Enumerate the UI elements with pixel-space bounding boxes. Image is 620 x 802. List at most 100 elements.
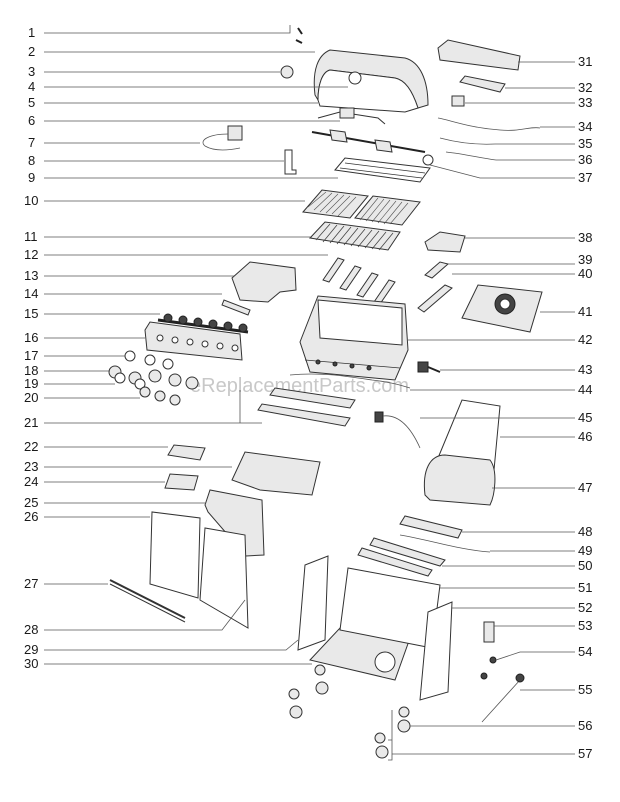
callout-46: 46: [578, 429, 592, 444]
part-side-burner: [461, 284, 543, 333]
callout-33: 33: [578, 95, 592, 110]
part-control-knobs: [108, 350, 199, 406]
part-bracket: [284, 149, 297, 175]
part-right-door: [199, 527, 249, 629]
part-cooking-grates: [302, 189, 421, 226]
part-front-rail: [357, 547, 433, 577]
part-washer: [480, 672, 488, 680]
callout-12: 12: [24, 247, 38, 262]
callout-38: 38: [578, 230, 592, 245]
part-left-door: [149, 511, 201, 599]
callout-6: 6: [28, 113, 35, 128]
callout-31: 31: [578, 54, 592, 69]
callout-53: 53: [578, 618, 592, 633]
part-casters: [288, 664, 411, 761]
part-side-burner-housing: [423, 454, 496, 506]
part-bezel: [280, 65, 294, 79]
callout-25: 25: [24, 495, 38, 510]
leader-lines: [44, 25, 575, 755]
part-igniter-wire: [437, 117, 541, 131]
part-side-rail: [399, 515, 463, 539]
part-catch-pan: [164, 473, 199, 491]
callout-27: 27: [24, 576, 38, 591]
callout-36: 36: [578, 152, 592, 167]
callout-29: 29: [24, 642, 38, 657]
part-side-burner-box: [424, 231, 466, 253]
part-door-handle: [109, 579, 186, 623]
callout-15: 15: [24, 306, 38, 321]
part-warming-rack: [334, 157, 431, 183]
callout-7: 7: [28, 135, 35, 150]
callout-50: 50: [578, 558, 592, 573]
callout-44: 44: [578, 382, 592, 397]
callout-26: 26: [24, 509, 38, 524]
callout-42: 42: [578, 332, 592, 347]
part-valve-manifold: [157, 313, 249, 334]
part-flavorizer-bars: [308, 221, 401, 251]
callout-47: 47: [578, 480, 592, 495]
part-cart-left-panel: [297, 555, 329, 651]
part-igniter-electrode: [221, 299, 251, 316]
part-warming-shelf: [437, 39, 521, 71]
callout-51: 51: [578, 580, 592, 595]
part-hinge: [483, 621, 495, 643]
callout-3: 3: [28, 64, 35, 79]
callout-45: 45: [578, 410, 592, 425]
part-rotisserie-motor: [202, 125, 243, 151]
callout-48: 48: [578, 524, 592, 539]
part-door-bracket: [204, 489, 265, 557]
part-electrode-wire: [445, 151, 497, 161]
callout-17: 17: [24, 348, 38, 363]
callout-2: 2: [28, 44, 35, 59]
part-lid: [313, 49, 429, 113]
callout-13: 13: [24, 268, 38, 283]
part-front-panel-rails: [257, 387, 356, 427]
part-burner-hose: [289, 373, 411, 389]
callout-4: 4: [28, 79, 35, 94]
callout-32: 32: [578, 80, 592, 95]
part-lid-handle: [317, 107, 386, 125]
part-rotisserie-bracket: [459, 75, 506, 93]
callout-39: 39: [578, 252, 592, 267]
part-thermometer: [451, 95, 465, 107]
callout-23: 23: [24, 459, 38, 474]
part-side-burner-valve: [417, 361, 441, 373]
callout-52: 52: [578, 600, 592, 615]
part-control-panel: [144, 321, 243, 361]
part-side-burner-igniter: [417, 284, 453, 313]
callout-37: 37: [578, 170, 592, 185]
callout-1: 1: [28, 25, 35, 40]
callout-21: 21: [24, 415, 38, 430]
callout-35: 35: [578, 136, 592, 151]
callout-24: 24: [24, 474, 38, 489]
callout-49: 49: [578, 543, 592, 558]
callout-40: 40: [578, 266, 592, 281]
callout-56: 56: [578, 718, 592, 733]
part-heat-deflector: [231, 261, 297, 303]
part-cookbox: [299, 295, 409, 381]
callout-43: 43: [578, 362, 592, 377]
callout-28: 28: [24, 622, 38, 637]
callout-20: 20: [24, 390, 38, 405]
part-igniter-button: [481, 679, 521, 723]
callout-16: 16: [24, 330, 38, 345]
part-screws: [295, 27, 303, 44]
callout-54: 54: [578, 644, 592, 659]
callout-57: 57: [578, 746, 592, 761]
callout-14: 14: [24, 286, 38, 301]
part-burner-tubes: [322, 257, 396, 305]
part-rear-rail: [369, 537, 446, 567]
part-side-burner-tube: [424, 261, 450, 279]
callout-18: 18: [24, 363, 38, 378]
part-drip-tray: [167, 444, 206, 461]
callout-9: 9: [28, 170, 35, 185]
part-cart-right-panel: [419, 601, 453, 701]
callout-55: 55: [578, 682, 592, 697]
callout-34: 34: [578, 119, 592, 134]
part-crossover-tube: [439, 137, 496, 145]
part-rotisserie-spit: [311, 129, 434, 166]
part-tank-hole: [374, 651, 396, 673]
part-regulator: [374, 411, 421, 449]
callouts-left: 1 2 3 4 5 6 7 8 9 10 11 12 13 14 15 16 1…: [24, 25, 38, 671]
